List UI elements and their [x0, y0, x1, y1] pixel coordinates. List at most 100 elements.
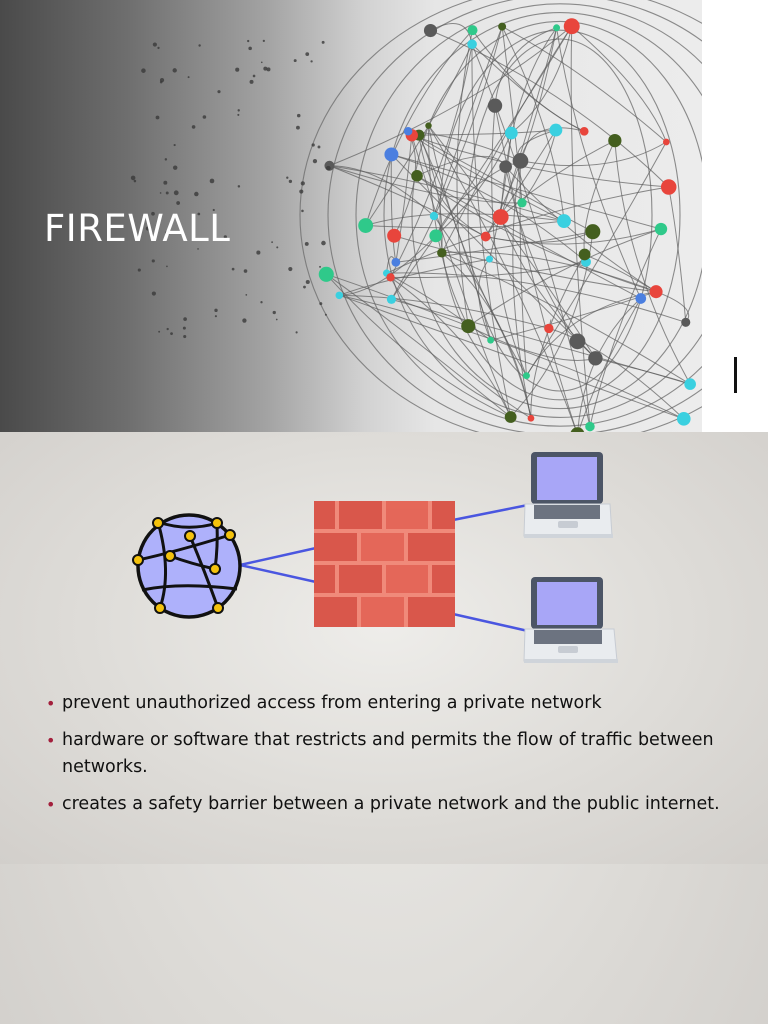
wire-line — [505, 166, 657, 293]
dust-particle — [166, 265, 168, 268]
network-node — [553, 24, 561, 32]
wire-line — [365, 29, 473, 226]
wire-line — [433, 26, 503, 217]
dust-particle — [151, 259, 155, 263]
wire-line — [570, 26, 591, 427]
dust-particle — [141, 68, 146, 73]
dust-particle — [172, 68, 177, 73]
bullet-dot-icon: • — [46, 694, 56, 713]
wire-line — [365, 220, 565, 229]
network-node — [527, 414, 535, 422]
dust-particle — [172, 165, 178, 170]
dust-particle — [235, 67, 240, 72]
dust-particle — [262, 39, 265, 42]
wire-line — [339, 294, 549, 329]
wire-line — [485, 129, 557, 237]
network-node — [563, 18, 580, 35]
dust-particle — [288, 266, 293, 272]
network-node — [660, 179, 677, 195]
dust-particle — [163, 180, 168, 185]
network-node — [676, 412, 691, 426]
wire-line — [416, 175, 657, 293]
wire-line — [501, 26, 667, 143]
wire-line — [329, 25, 573, 167]
dust-particle — [159, 192, 162, 194]
wire-line — [471, 44, 512, 418]
wire-line — [505, 166, 578, 342]
wire-line — [416, 175, 642, 299]
dust-particle — [214, 308, 218, 313]
wire-line — [390, 26, 503, 300]
wire-line — [411, 135, 512, 418]
bullet-item: • creates a safety barrier between a pri… — [46, 791, 726, 818]
network-node — [480, 231, 491, 242]
bullet-text: creates a safety barrier between a priva… — [62, 794, 720, 814]
dust-particle — [286, 176, 289, 179]
dust-particle — [213, 225, 216, 228]
dust-particle — [252, 74, 256, 78]
wire-line — [500, 140, 616, 218]
dust-particle — [321, 40, 325, 44]
slide-title: FIREWALL — [44, 207, 231, 250]
dust-particle — [198, 44, 201, 47]
network-node — [504, 126, 518, 140]
network-node — [485, 255, 493, 263]
network-node — [437, 248, 447, 258]
network-node — [504, 411, 517, 423]
network-node — [492, 209, 509, 225]
dust-particle — [173, 143, 176, 147]
network-node — [570, 427, 585, 432]
network-node — [662, 138, 670, 146]
dust-particle — [158, 330, 161, 333]
dust-particle — [237, 113, 240, 116]
dust-particle — [288, 179, 293, 184]
network-node — [487, 336, 495, 344]
title-slide: FIREWALL — [0, 0, 768, 432]
dust-particle — [321, 240, 326, 246]
wire-line — [583, 140, 616, 255]
dust-particle — [266, 67, 271, 72]
dust-particle — [151, 211, 155, 216]
dust-particle — [182, 326, 186, 330]
wire-line — [500, 27, 558, 218]
wire-arc — [327, 0, 702, 432]
link-line — [452, 503, 529, 522]
wire-line — [430, 30, 670, 188]
link-line — [239, 546, 317, 567]
wire-line — [435, 132, 512, 237]
network-node — [429, 229, 443, 243]
wire-line — [490, 291, 657, 341]
wire-arc — [383, 12, 702, 418]
globe-network-icon — [132, 513, 242, 619]
dust-particle — [197, 212, 201, 216]
network-node — [684, 378, 696, 390]
dust-particle — [183, 334, 187, 339]
wire-line — [395, 135, 413, 263]
network-node — [499, 160, 512, 174]
network-node — [557, 214, 571, 228]
network-node — [579, 126, 589, 136]
network-node — [654, 222, 668, 236]
dust-particle — [263, 66, 268, 71]
network-node — [578, 248, 591, 261]
wire-arc — [411, 20, 702, 410]
wire-line — [500, 27, 557, 218]
firewall-diagram — [132, 452, 618, 663]
dust-particle — [212, 208, 215, 212]
empty-page-area — [0, 864, 768, 1024]
dust-particle — [312, 158, 318, 164]
wire-line — [485, 231, 594, 243]
dust-particle — [170, 332, 173, 336]
dust-particle — [176, 201, 181, 205]
wire-line — [501, 26, 565, 222]
wire-line — [428, 125, 527, 376]
dust-particle — [295, 331, 298, 334]
wire-line — [577, 298, 642, 432]
content-slide: • prevent unauthorized access from enter… — [0, 432, 768, 864]
dust-particle — [276, 246, 279, 249]
network-node — [635, 293, 647, 304]
wire-line — [365, 213, 565, 227]
wire-line — [339, 294, 684, 420]
wire-line — [478, 258, 492, 341]
bullet-item: • prevent unauthorized access from enter… — [46, 690, 726, 717]
